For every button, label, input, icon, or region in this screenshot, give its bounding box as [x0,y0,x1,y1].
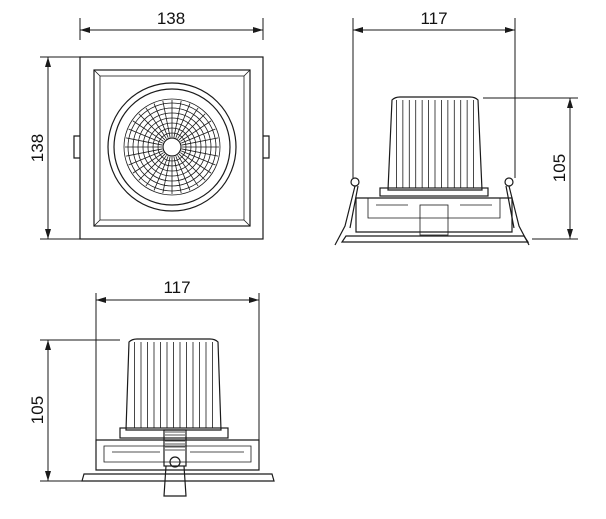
side-view: 117 105 [334,9,578,246]
bottom-height-dimension: 105 [28,339,120,482]
side-width-dimension: 117 [352,9,516,178]
front-height-label: 138 [28,134,47,162]
bottom-width-label: 117 [163,278,190,297]
front-height-dimension: 138 [28,56,80,240]
side-spring-right [504,177,530,246]
bottom-height-label: 105 [28,396,47,424]
reflector-facets [125,100,219,194]
side-spring-left [334,177,360,246]
side-height-label: 105 [550,154,569,182]
side-height-dimension: 105 [483,97,578,240]
bottom-spring-clip [163,429,187,497]
bottom-width-dimension: 117 [95,278,260,440]
front-width-dimension: 138 [79,9,264,40]
front-outer-frame [79,56,264,240]
bottom-view: 117 105 [28,278,275,497]
side-width-label: 117 [420,9,447,28]
front-view: 138 138 [28,9,270,240]
front-width-label: 138 [157,9,185,28]
